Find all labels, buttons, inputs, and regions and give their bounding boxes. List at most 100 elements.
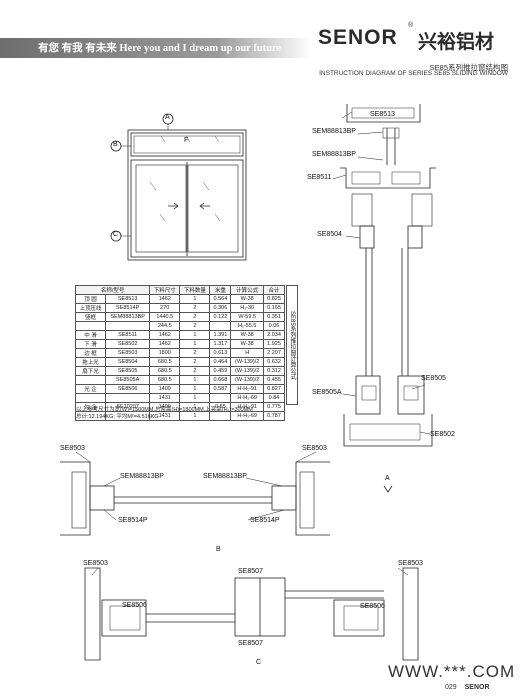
table-cell: 680.5 xyxy=(149,375,181,385)
label-se8507-bottom: SE8507 xyxy=(238,640,263,647)
table-cell: SE8511 xyxy=(105,330,151,340)
table-cell: 1 xyxy=(179,294,211,304)
diagram-title-cn: SE85系列推拉窗结构图 xyxy=(429,63,508,72)
table-cell: 0.165 xyxy=(263,303,285,313)
callout-a: A xyxy=(165,114,170,121)
column-header: 下料数量 xyxy=(179,285,211,295)
table-cell: 0.787 xyxy=(263,411,285,421)
table-cell: 1 xyxy=(179,384,211,394)
table-cell: 0.122 xyxy=(209,312,232,322)
label-se8503-right: SE8503 xyxy=(302,445,327,452)
table-cell: 1 xyxy=(179,339,211,349)
table-cell: 2 xyxy=(179,303,211,313)
label-sem88813bp-right: SEM88813BP xyxy=(203,473,247,480)
label-se8507-top: SE8507 xyxy=(238,568,263,575)
table-cell xyxy=(105,321,151,331)
table-cell: (W-139)/2 xyxy=(230,375,265,385)
table-cell: 扇下光 xyxy=(74,366,107,376)
table-cell: 270 xyxy=(149,303,181,313)
brand-logo: SENOR xyxy=(318,26,398,49)
table-cell: 0.06 xyxy=(263,321,285,331)
table-cell: 边 框 xyxy=(74,348,107,358)
label-sem88813bp-top: SEM88813BP xyxy=(312,128,356,135)
table-cell: 2 xyxy=(179,312,211,322)
table-cell xyxy=(74,321,107,331)
sash-frame xyxy=(130,159,244,258)
table-cell: 上顶压线 xyxy=(74,303,107,313)
table-cell: 244.5 xyxy=(149,321,181,331)
table-cell: H₁-30 xyxy=(230,303,265,313)
table-cell: 0.306 xyxy=(209,303,232,313)
table-cell xyxy=(209,321,232,331)
table-cell: H xyxy=(230,348,265,358)
label-se8511: SE8511 xyxy=(307,174,332,181)
table-header-row: 名称/型号 下料尺寸 下料数量 米重 计算公式 合计 xyxy=(74,285,285,295)
table-cell: 0.668 xyxy=(209,375,232,385)
registered-mark: ® xyxy=(408,22,414,29)
table-cell: SE8505A xyxy=(105,375,151,385)
table-cell: W-59.5 xyxy=(230,312,265,322)
table-cell: 拖上光 xyxy=(74,357,107,367)
label-se8502: SE8502 xyxy=(430,431,455,438)
column-header: 下料尺寸 xyxy=(149,285,181,295)
table-cell: 0.825 xyxy=(263,294,285,304)
table-cell: 1 xyxy=(179,330,211,340)
table-cell: 1 xyxy=(179,393,211,403)
table-cell: H-H₁-69 xyxy=(230,393,265,403)
reference-size-note: 以上参考尺寸为宽(W)=1500MM,总窗高(H)=1800MM,上亮高(H₁)… xyxy=(76,407,253,413)
label-se8505a: SE8505A xyxy=(312,389,342,396)
table-cell: 1440.5 xyxy=(149,312,181,322)
section-a-caption: A xyxy=(385,475,390,482)
table-cell: SE8504 xyxy=(105,357,151,367)
table-cell: 中 滑 xyxy=(74,330,107,340)
table-cell xyxy=(74,393,107,403)
label-se8504: SE8504 xyxy=(317,231,342,238)
table-cell xyxy=(74,375,107,385)
window-outer-frame xyxy=(127,129,247,261)
label-se8503-c-left: SE8503 xyxy=(83,560,108,567)
table-cell: 顶 圆 xyxy=(74,294,107,304)
label-se8506-right: SE8506 xyxy=(360,603,385,610)
table-cell: 0.613 xyxy=(209,348,232,358)
table-cell: H-H₁-91 xyxy=(230,384,265,394)
table-cell: SE8506 xyxy=(105,384,151,394)
formula-side-label: SE85系列推拉窗计算公式 xyxy=(286,285,298,405)
label-se8514p-left: SE8514P xyxy=(118,517,148,524)
brand-name-cn: 兴裕铝材 xyxy=(418,32,495,53)
table-cell: 竖框 xyxy=(74,312,107,322)
table-cell: (W-139)/2 xyxy=(230,357,265,367)
table-cell: 下 滑 xyxy=(74,339,107,349)
table-cell: 0.632 xyxy=(263,357,285,367)
page-number-value: 029 xyxy=(445,684,457,691)
table-cell: 680.5 xyxy=(149,366,181,376)
tagline: 有您 有我 有未来 Here you and I dream up our fu… xyxy=(38,43,282,54)
table-cell xyxy=(209,393,232,403)
page-number: 029 SENOR xyxy=(445,684,490,691)
callout-b: B xyxy=(113,141,118,148)
label-se8506-left: SE8506 xyxy=(122,602,147,609)
total-weight-note: 总计:12.194KG; 平均M²=4.516KG xyxy=(76,414,159,420)
table-cell: 1 xyxy=(179,411,211,421)
table-cell: 0.84 xyxy=(263,393,285,403)
table-cell xyxy=(74,411,107,421)
table-cell: 0.775 xyxy=(263,402,285,412)
table-cell: 2 xyxy=(179,348,211,358)
label-se8514p-right: SE8514P xyxy=(250,517,280,524)
footer-brand: SENOR xyxy=(464,684,490,691)
table-cell: 0.459 xyxy=(209,366,232,376)
table-cell xyxy=(209,411,232,421)
table-cell: 1800 xyxy=(149,348,181,358)
label-se8503-left: SE8503 xyxy=(60,445,85,452)
table-cell: 0.351 xyxy=(263,312,285,322)
table-cell: 1409 xyxy=(149,384,181,394)
table-cell: 1.317 xyxy=(209,339,232,349)
